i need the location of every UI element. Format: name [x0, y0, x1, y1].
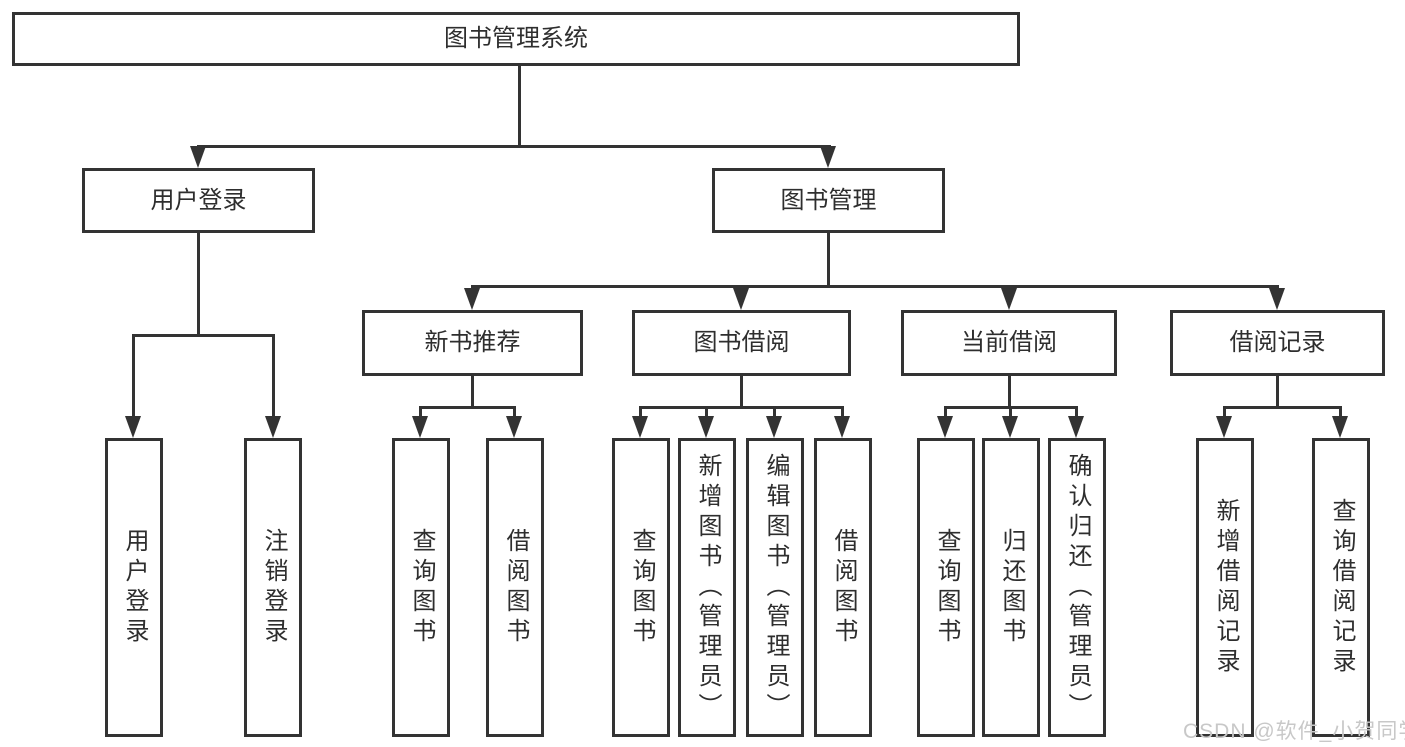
leaf-borrow-add-books-admin: 新增图书（管理员）	[678, 438, 736, 737]
arrow-down-icon	[834, 416, 850, 438]
arrow-down-icon	[632, 416, 648, 438]
arrow-down-icon	[190, 146, 206, 168]
connector-line	[197, 233, 200, 337]
node-new-book-recommend: 新书推荐	[362, 310, 583, 376]
node-user-login: 用户登录	[82, 168, 315, 233]
arrow-down-icon	[1332, 416, 1348, 438]
connector-line	[197, 145, 831, 148]
connector-line	[1009, 406, 1012, 418]
arrow-down-icon	[937, 416, 953, 438]
connector-line	[827, 233, 830, 288]
arrow-down-icon	[1269, 288, 1285, 310]
arrow-down-icon	[1001, 288, 1017, 310]
leaf-current-query-books: 查询图书	[917, 438, 975, 737]
connector-line	[1339, 406, 1342, 418]
connector-line	[639, 406, 642, 418]
leaf-borrow-query-books: 查询图书	[612, 438, 670, 737]
connector-line	[513, 406, 516, 418]
connector-line	[419, 406, 422, 418]
connector-line	[1075, 406, 1078, 418]
connector-line	[132, 334, 275, 337]
connector-line	[1223, 406, 1226, 418]
arrow-down-icon	[464, 288, 480, 310]
arrow-down-icon	[412, 416, 428, 438]
arrow-down-icon	[506, 416, 522, 438]
connector-line	[944, 406, 947, 418]
leaf-newbooks-query-books: 查询图书	[392, 438, 450, 737]
connector-line	[132, 334, 135, 418]
leaf-records-add-borrow-record: 新增借阅记录	[1196, 438, 1254, 737]
connector-line	[1276, 376, 1279, 409]
connector-line	[773, 406, 776, 418]
leaf-current-confirm-return-admin: 确认归还（管理员）	[1048, 438, 1106, 737]
watermark: CSDN @软件_小贺同学	[1183, 720, 1405, 743]
arrow-down-icon	[1068, 416, 1084, 438]
connector-line	[471, 285, 1279, 288]
arrow-down-icon	[698, 416, 714, 438]
node-book-management: 图书管理	[712, 168, 945, 233]
node-borrow-records: 借阅记录	[1170, 310, 1385, 376]
node-book-borrow: 图书借阅	[632, 310, 851, 376]
arrow-down-icon	[125, 416, 141, 438]
leaf-records-query-borrow-record: 查询借阅记录	[1312, 438, 1370, 737]
connector-line	[419, 406, 516, 409]
leaf-current-return-books: 归还图书	[982, 438, 1040, 737]
connector-line	[1223, 406, 1342, 409]
arrow-down-icon	[265, 416, 281, 438]
connector-line	[841, 406, 844, 418]
connector-line	[272, 334, 275, 418]
connector-line	[1008, 376, 1011, 409]
connector-line	[471, 376, 474, 409]
node-current-borrow: 当前借阅	[901, 310, 1117, 376]
arrow-down-icon	[820, 146, 836, 168]
arrow-down-icon	[1002, 416, 1018, 438]
arrow-down-icon	[766, 416, 782, 438]
leaf-user-login: 用户登录	[105, 438, 163, 737]
connector-line	[639, 406, 844, 409]
connector-line	[740, 376, 743, 409]
leaf-borrow-edit-books-admin: 编辑图书（管理员）	[746, 438, 804, 737]
node-library-system: 图书管理系统	[12, 12, 1020, 66]
connector-line	[518, 66, 521, 146]
arrow-down-icon	[1216, 416, 1232, 438]
leaf-borrow-borrow-books: 借阅图书	[814, 438, 872, 737]
arrow-down-icon	[733, 288, 749, 310]
leaf-newbooks-borrow-books: 借阅图书	[486, 438, 544, 737]
connector-line	[705, 406, 708, 418]
leaf-logout: 注销登录	[244, 438, 302, 737]
